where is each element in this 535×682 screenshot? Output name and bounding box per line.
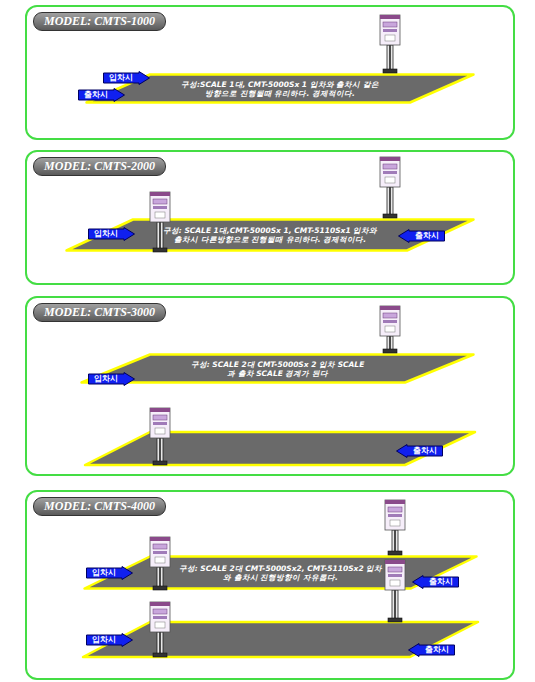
scale-plate	[85, 432, 475, 465]
scale-plate	[85, 557, 477, 589]
arrow-shape	[409, 644, 455, 657]
kiosk-terminal	[150, 537, 170, 590]
model-title: MODEL: CMTS-2000	[33, 157, 166, 176]
kiosk-terminal	[150, 408, 170, 465]
arrow-shape	[413, 576, 459, 589]
arrow-label: 출차시	[84, 89, 108, 100]
arrow-shape	[397, 445, 443, 458]
direction-arrow: 입차시	[103, 71, 150, 85]
direction-arrow: 입차시	[86, 566, 133, 580]
arrow-label: 출차시	[425, 644, 449, 655]
arrow-shape	[89, 228, 135, 241]
direction-arrow: 입차시	[88, 227, 135, 241]
scale-description: 구성:SCALE 1대, CMT-5000Sx 1 입차와 출차시 같은방향으로…	[178, 80, 383, 98]
direction-arrow: 출차시	[412, 575, 459, 589]
kiosk-terminal	[385, 500, 405, 555]
arrow-shape	[89, 373, 135, 386]
kiosk-terminal	[380, 306, 400, 353]
arrow-shape	[399, 230, 445, 243]
arrow-label: 입차시	[94, 228, 118, 239]
direction-arrow: 출차시	[408, 643, 455, 657]
kiosk-terminal	[150, 602, 170, 657]
kiosk-terminal	[380, 157, 400, 218]
arrow-shape	[87, 634, 133, 647]
arrow-label: 입차시	[94, 373, 118, 384]
direction-arrow: 입차시	[86, 633, 133, 647]
model-panel: MODEL: CMTS-4000 구성: SCALE 2대 CMT-5000Sx2…	[25, 490, 515, 680]
kiosk-terminal	[150, 192, 170, 252]
model-title: MODEL: CMTS-4000	[33, 497, 166, 516]
arrow-label: 입차시	[92, 634, 116, 645]
arrow-label: 출차시	[413, 445, 437, 456]
direction-arrow: 입차시	[88, 372, 135, 386]
scale-plate	[83, 622, 478, 657]
scale-plate	[67, 220, 474, 251]
arrow-label: 입차시	[92, 567, 116, 578]
kiosk-terminal	[385, 560, 405, 622]
scale-description: 구성: SCALE 2대 CMT-5000Sx 2 입차 SCALE과 출차 S…	[188, 360, 368, 378]
direction-arrow: 출차시	[396, 444, 443, 458]
scale-platform: 구성: SCALE 2대 CMT-5000Sx 2 입차 SCALE과 출차 S…	[80, 353, 475, 384]
scale-description: 구성: SCALE 1대,CMT-5000Sx 1, CMT-5110Sx1 입…	[163, 226, 378, 244]
model-panel: MODEL: CMTS-3000 구성: SCALE 2대 CMT-5000Sx …	[25, 296, 515, 476]
model-panel: MODEL: CMTS-1000 구성:SCALE 1대, CMT-5000Sx …	[25, 5, 515, 140]
direction-arrow: 출차시	[78, 88, 125, 102]
model-title: MODEL: CMTS-3000	[33, 303, 166, 322]
scale-plate	[82, 355, 474, 383]
kiosk-terminal	[380, 15, 400, 73]
scale-description: 구성: SCALE 2대 CMT-5000Sx2, CMT-5110Sx2 입차…	[178, 564, 383, 582]
arrow-shape	[79, 89, 125, 102]
arrow-shape	[104, 72, 150, 85]
direction-arrow: 출차시	[398, 229, 445, 243]
arrow-label: 입차시	[109, 72, 133, 83]
arrow-label: 출차시	[415, 230, 439, 241]
arrow-shape	[87, 567, 133, 580]
model-panel: MODEL: CMTS-2000 구성: SCALE 1대,CMT-5000Sx …	[25, 150, 515, 285]
arrow-label: 출차시	[429, 576, 453, 587]
model-title: MODEL: CMTS-1000	[33, 12, 166, 31]
